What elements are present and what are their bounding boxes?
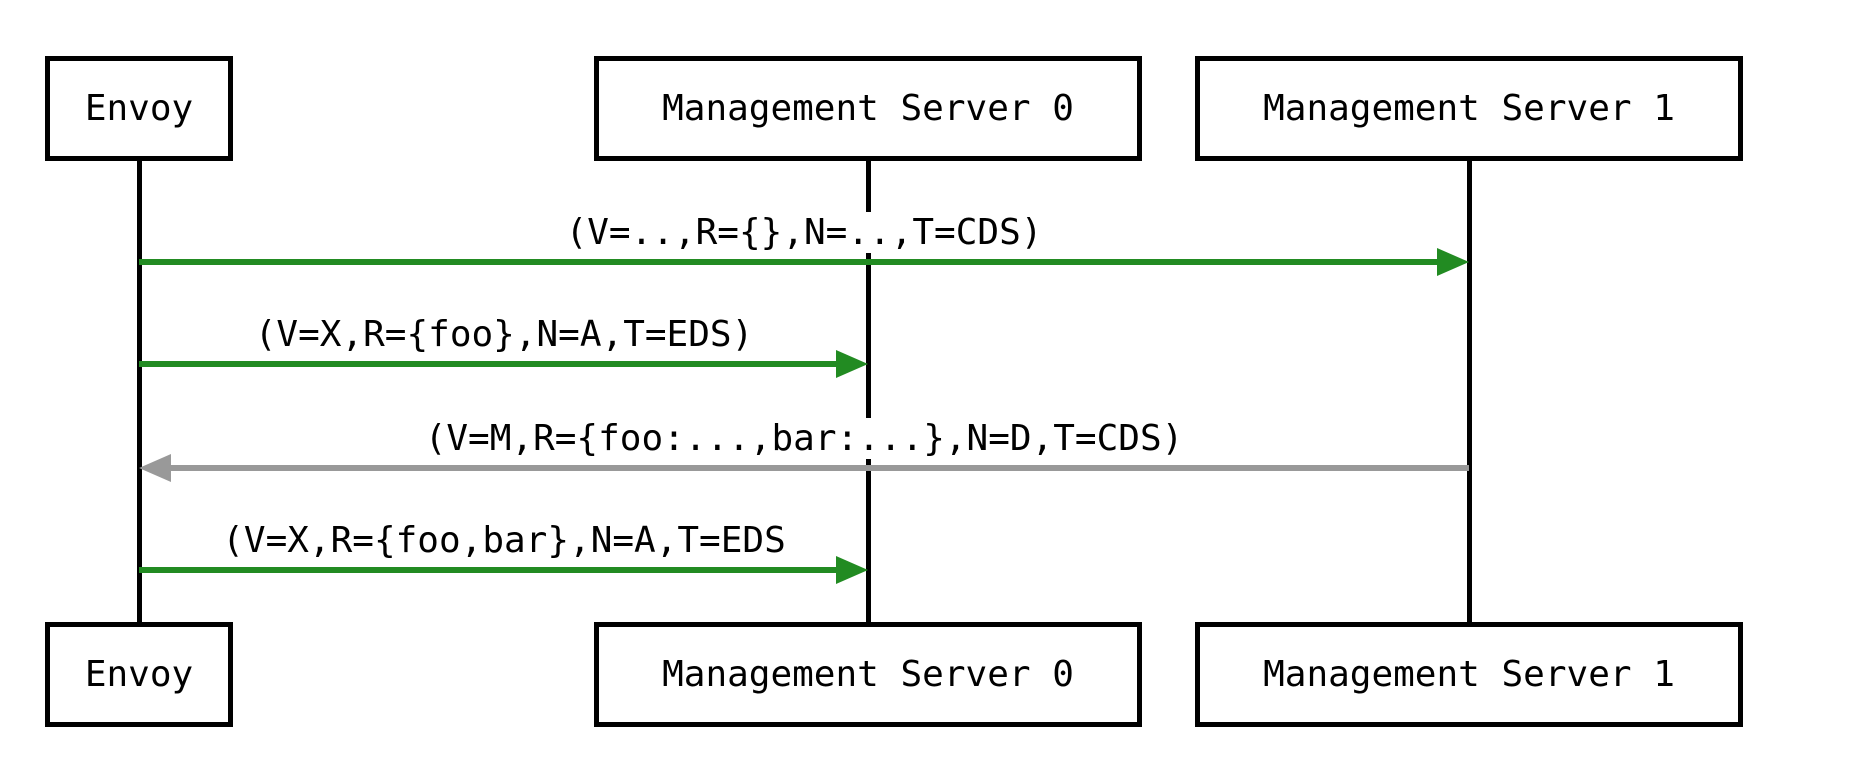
arrow-shaft bbox=[171, 465, 1469, 471]
participant-box-management-server-0-top: Management Server 0 bbox=[594, 56, 1142, 161]
participant-box-management-server-0-bottom: Management Server 0 bbox=[594, 622, 1142, 727]
participant-box-envoy-top: Envoy bbox=[45, 56, 233, 161]
message-label: (V=X,R={foo},N=A,T=EDS) bbox=[250, 314, 758, 356]
participant-label: Envoy bbox=[84, 654, 194, 695]
participant-label: Management Server 1 bbox=[1263, 654, 1675, 695]
arrow-shaft bbox=[139, 259, 1438, 265]
message-label: (V=X,R={foo,bar},N=A,T=EDS bbox=[218, 520, 790, 562]
participant-label: Envoy bbox=[84, 88, 194, 129]
message-label: (V=M,R={foo:...,bar:...},N=D,T=CDS) bbox=[420, 418, 1188, 460]
lifeline-management-server-0 bbox=[866, 160, 871, 624]
participant-box-management-server-1-top: Management Server 1 bbox=[1195, 56, 1743, 161]
participant-label: Management Server 0 bbox=[662, 88, 1074, 129]
arrowhead-right-icon bbox=[836, 350, 868, 378]
participant-label: Management Server 0 bbox=[662, 654, 1074, 695]
arrow-shaft bbox=[139, 361, 837, 367]
arrowhead-right-icon bbox=[1437, 248, 1469, 276]
participant-box-management-server-1-bottom: Management Server 1 bbox=[1195, 622, 1743, 727]
participant-label: Management Server 1 bbox=[1263, 88, 1675, 129]
arrow-shaft bbox=[139, 567, 837, 573]
arrowhead-left-icon bbox=[139, 454, 171, 482]
lifeline-management-server-1 bbox=[1467, 160, 1472, 624]
arrowhead-right-icon bbox=[836, 556, 868, 584]
message-label: (V=..,R={},N=..,T=CDS) bbox=[561, 212, 1047, 254]
lifeline-envoy bbox=[137, 160, 142, 624]
participant-box-envoy-bottom: Envoy bbox=[45, 622, 233, 727]
